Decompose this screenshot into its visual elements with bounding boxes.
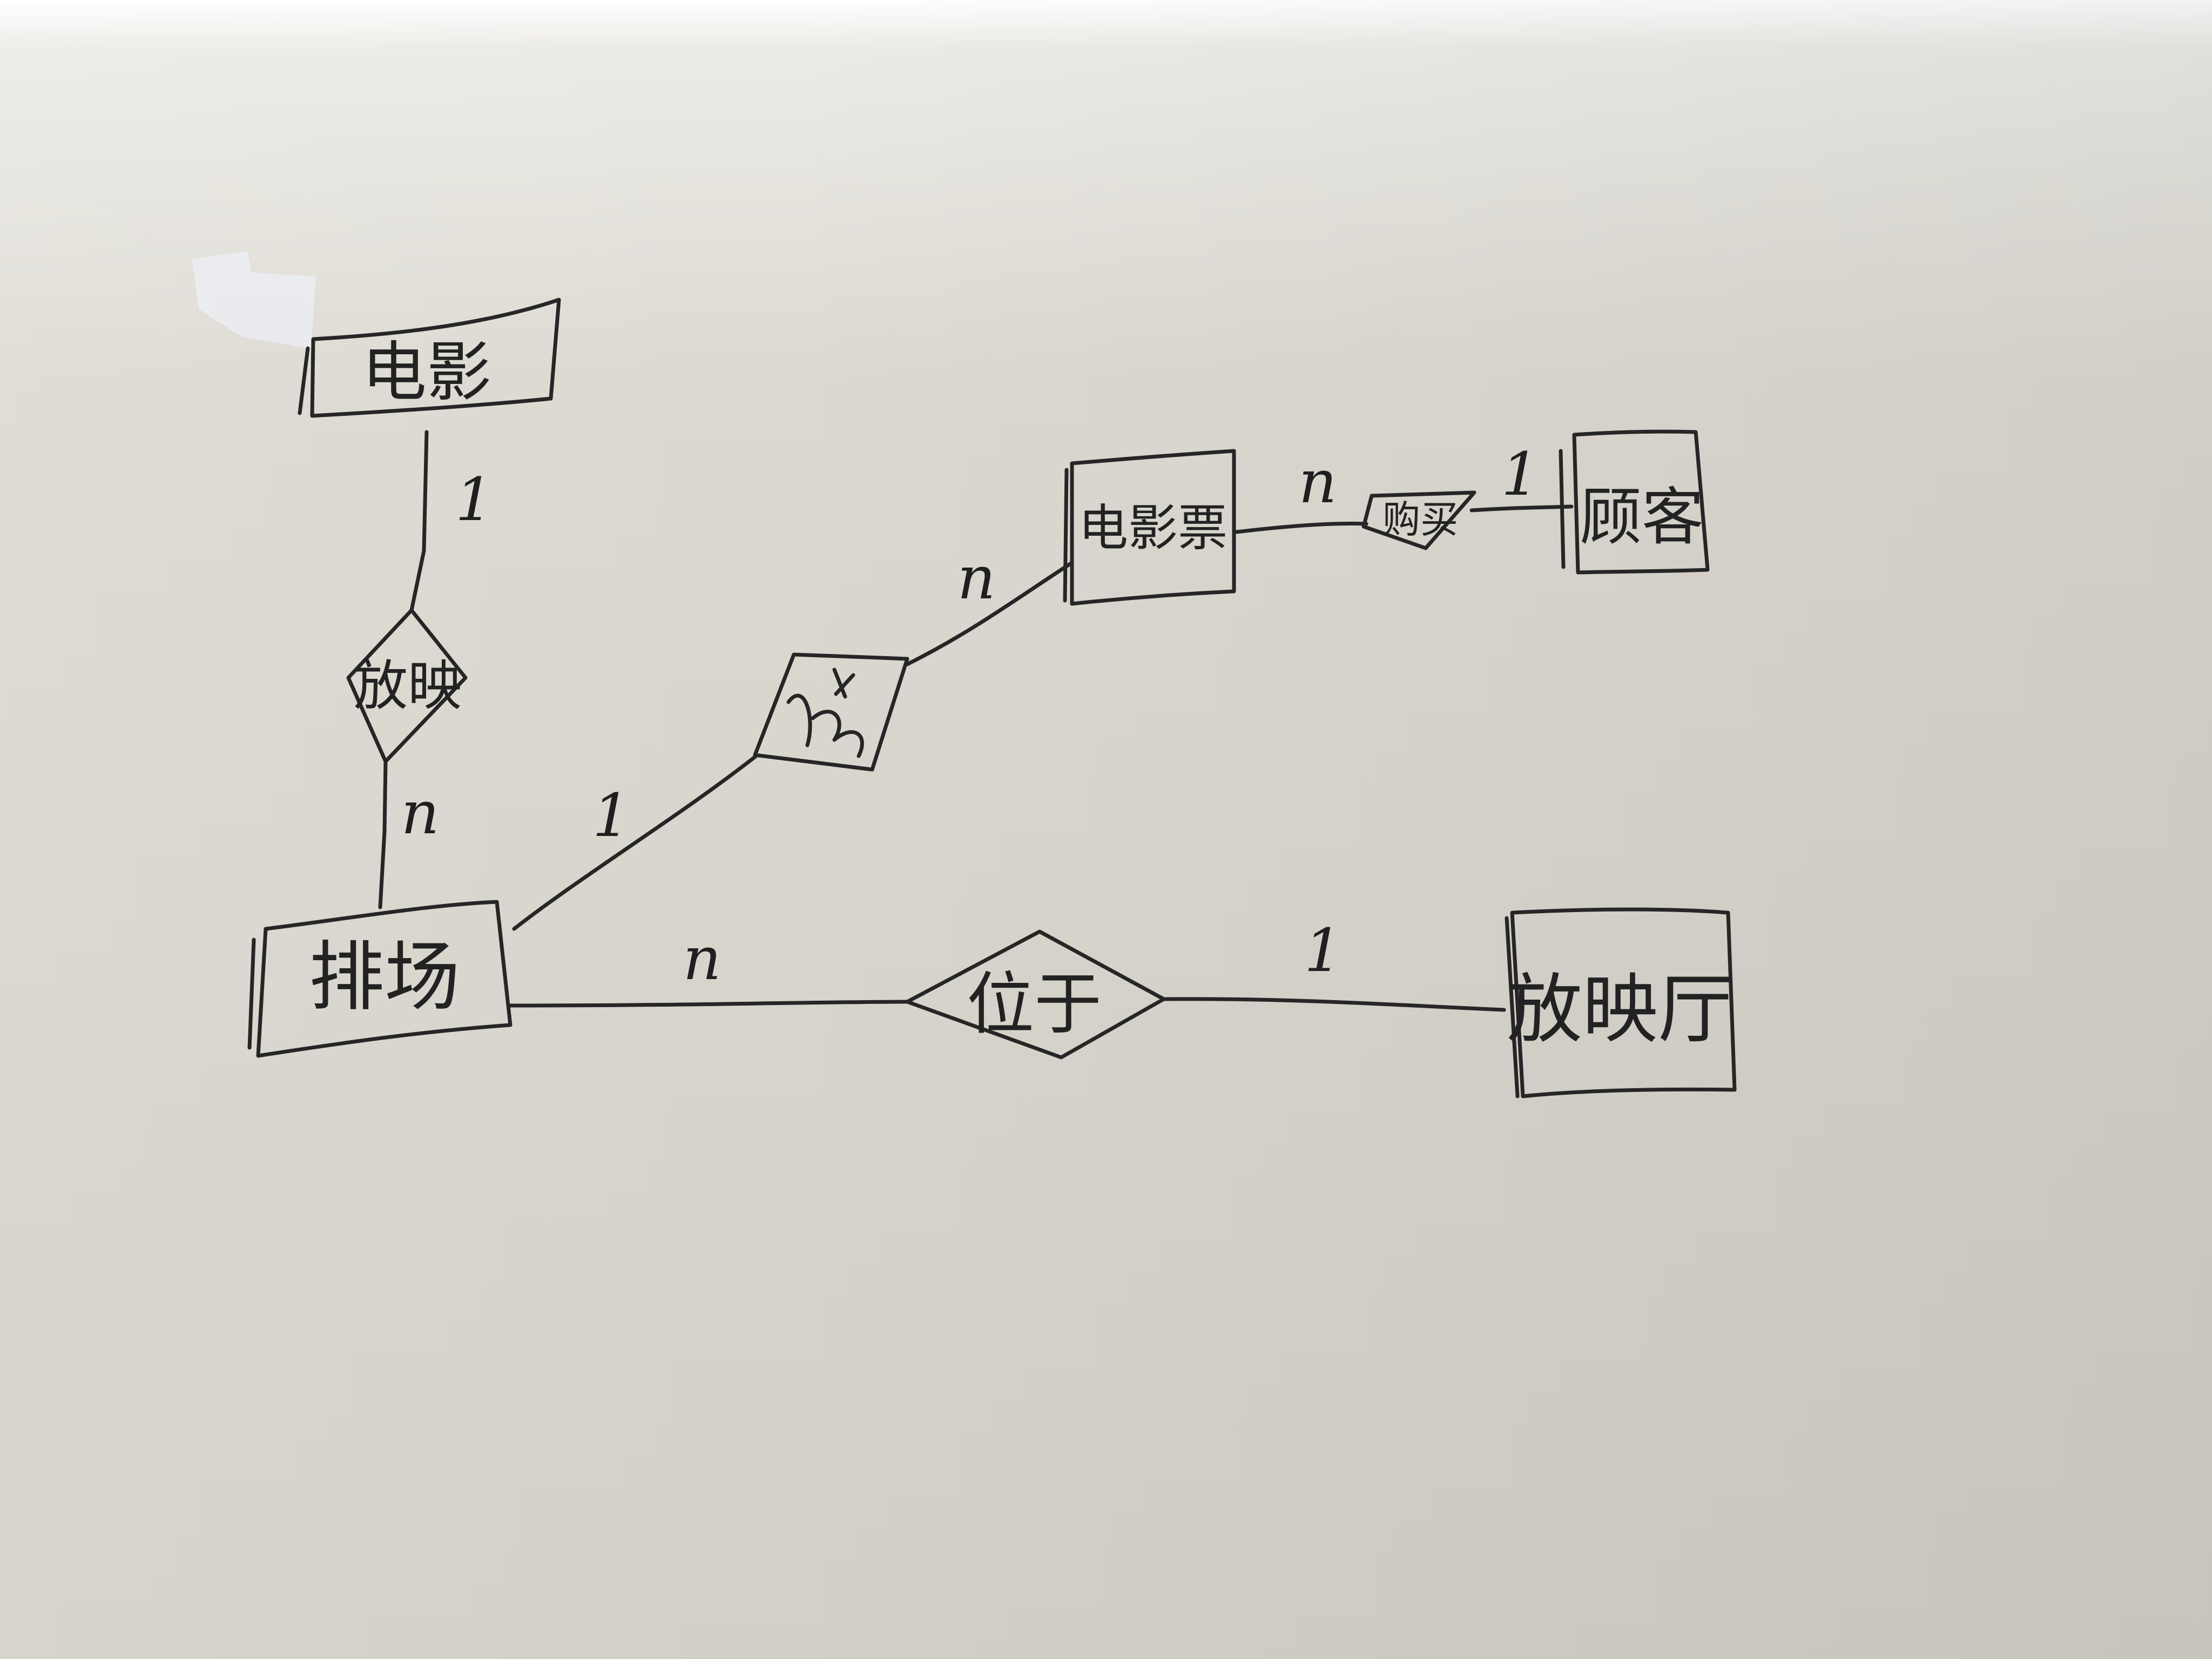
connector-movie-screens (409, 430, 429, 612)
relationship-screens: 放映 (346, 608, 468, 764)
connector-ticket-buys (1235, 522, 1368, 534)
entity-hall-label: 放映厅 (1507, 966, 1734, 1054)
connector-generates-ticket (905, 561, 1074, 666)
entity-ticket-label: 电影票 (1078, 500, 1228, 557)
relationship-buys: 购买 (1361, 490, 1476, 550)
relationship-buys-label: 购买 (1382, 497, 1458, 542)
cardinality-movie-screens: 1 (455, 465, 493, 534)
connector-located-hall (1162, 997, 1506, 1012)
entity-movie: 电影 (298, 298, 561, 418)
connector-schedule-located (508, 1000, 909, 1008)
entity-schedule: 排场 (247, 900, 512, 1058)
connector-schedule-generates (512, 754, 758, 931)
cardinality-generates-ticket: n (957, 543, 996, 612)
relationship-generates-scrawl (786, 667, 864, 758)
entity-movie-label: 电影 (362, 335, 491, 410)
relationship-located-in-label: 位于 (967, 966, 1102, 1044)
cardinality-schedule-located: n (683, 924, 721, 993)
relationship-screens-label: 放映 (354, 655, 462, 718)
entity-hall: 放映厅 (1505, 907, 1737, 1098)
entity-customer: 顾客 (1559, 429, 1710, 575)
cardinality-located-hall: 1 (1304, 916, 1342, 985)
relationship-located-in: 位于 (905, 929, 1166, 1060)
connector-screens-schedule (378, 759, 388, 909)
cardinality-buys-customer: 1 (1501, 440, 1539, 509)
entity-customer-label: 顾客 (1580, 481, 1704, 554)
cardinality-ticket-buys: n (1299, 447, 1337, 516)
cardinality-screens-schedule: n (401, 778, 440, 847)
entity-ticket: 电影票 (1063, 449, 1236, 606)
cardinality-schedule-generates: 1 (592, 781, 630, 850)
entity-schedule-label: 排场 (309, 934, 460, 1022)
relationship-generates (753, 652, 909, 772)
